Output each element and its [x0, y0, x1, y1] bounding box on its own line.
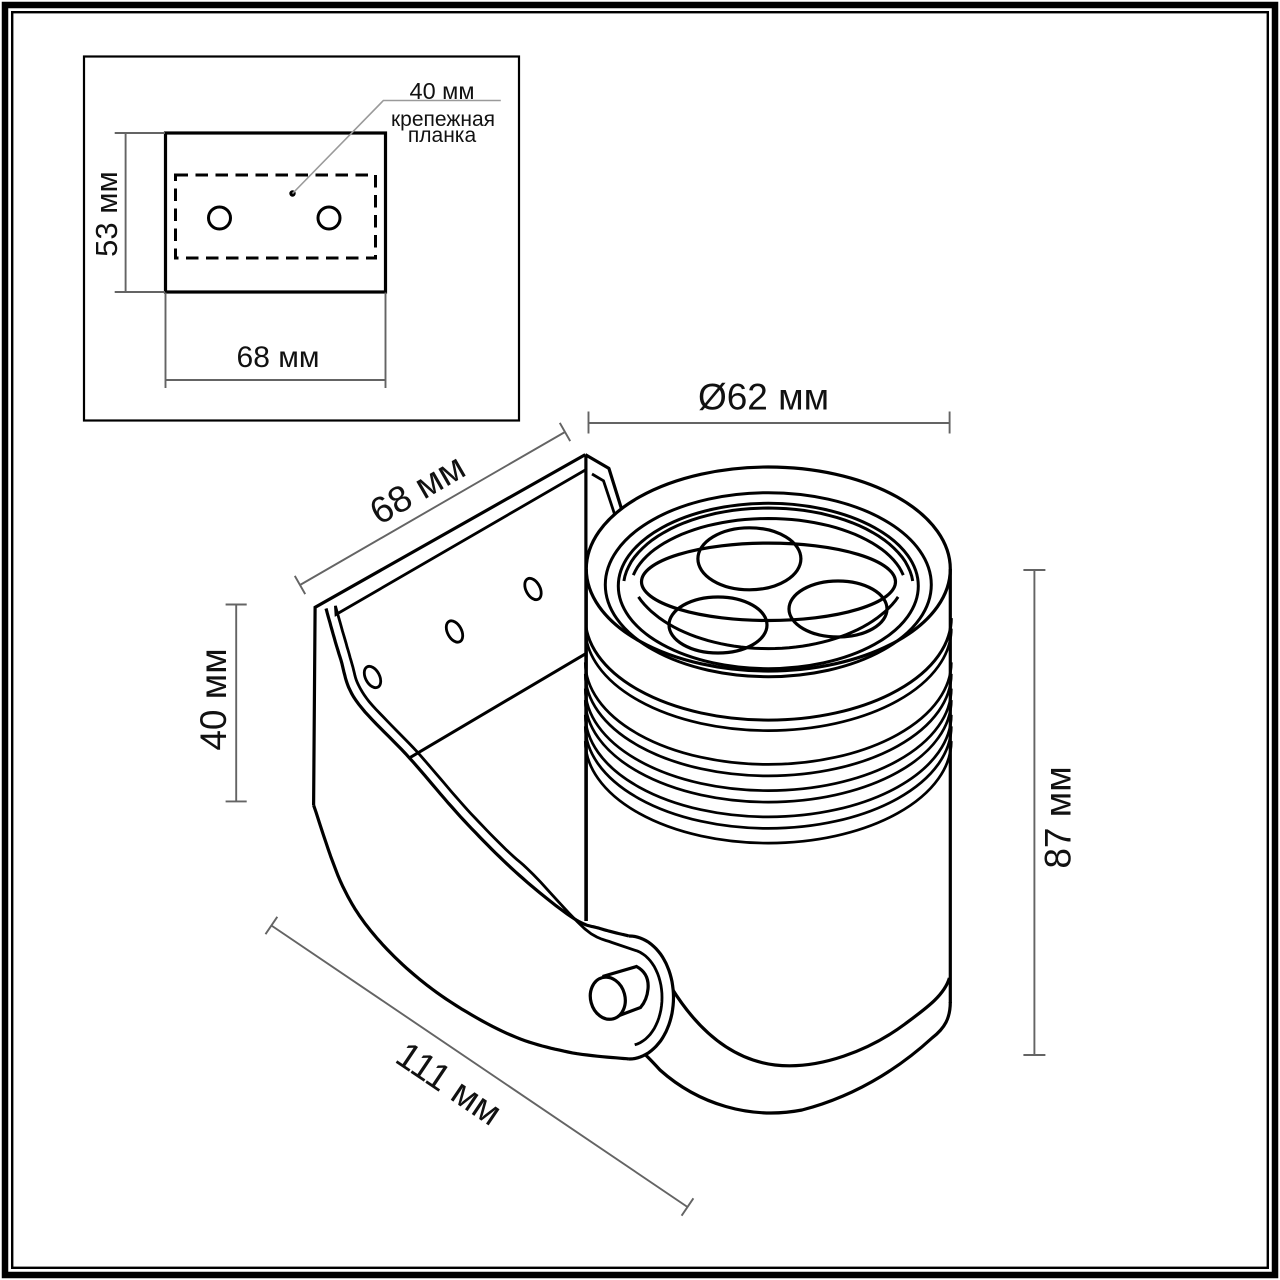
- svg-text:53 мм: 53 мм: [89, 171, 124, 257]
- svg-text:крепежная: крепежная: [391, 108, 495, 131]
- svg-text:87 мм: 87 мм: [1038, 766, 1079, 868]
- svg-text:планка: планка: [408, 124, 477, 147]
- svg-text:68 мм: 68 мм: [363, 446, 472, 533]
- svg-text:68 мм: 68 мм: [237, 341, 320, 374]
- svg-text:40 мм: 40 мм: [410, 78, 475, 104]
- svg-text:Ø62 мм: Ø62 мм: [698, 377, 829, 418]
- svg-text:40 мм: 40 мм: [193, 648, 234, 750]
- svg-text:111 мм: 111 мм: [389, 1034, 509, 1134]
